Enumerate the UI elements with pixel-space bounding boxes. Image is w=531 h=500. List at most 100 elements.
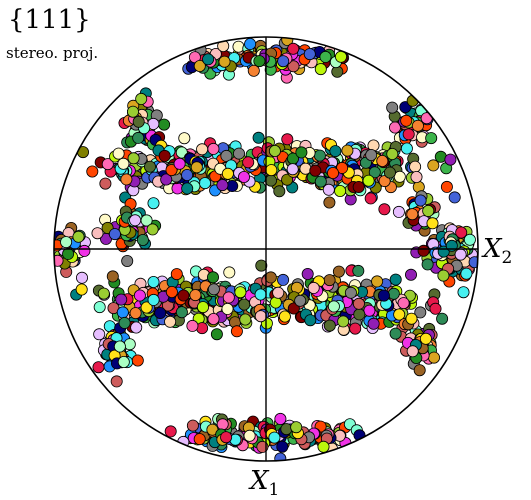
pole-point xyxy=(314,63,327,76)
pole-point xyxy=(133,289,146,302)
pole-point xyxy=(75,283,88,296)
pole-point xyxy=(273,185,286,198)
pole-point xyxy=(97,287,110,300)
pole-point xyxy=(362,174,375,187)
pole-point xyxy=(196,143,209,156)
pole-point xyxy=(368,166,381,179)
pole-point xyxy=(436,312,449,325)
pole-point xyxy=(367,317,380,330)
pole-point xyxy=(295,146,308,159)
pole-point xyxy=(106,270,119,283)
pole-point xyxy=(414,306,427,319)
pole-point xyxy=(115,293,128,306)
pole-point xyxy=(121,254,134,267)
pole-point xyxy=(216,179,229,192)
pole-point xyxy=(140,301,153,314)
pole-point xyxy=(309,164,322,177)
pole-point xyxy=(378,203,391,216)
pole-point xyxy=(287,42,300,55)
pole-point xyxy=(437,269,450,282)
pole-point xyxy=(202,53,215,66)
pole-point xyxy=(222,291,235,304)
pole-point xyxy=(186,419,199,432)
pole-point xyxy=(193,433,206,446)
pole-point xyxy=(427,351,440,364)
pole-point xyxy=(383,166,396,179)
pole-point xyxy=(281,133,294,146)
pole-point xyxy=(237,170,250,183)
pole-point xyxy=(264,174,277,187)
pole-point xyxy=(287,302,300,315)
axis-label-x1-subscript: 1 xyxy=(269,480,280,500)
pole-point xyxy=(239,313,252,326)
pole-point xyxy=(326,166,339,179)
pole-point xyxy=(393,308,406,321)
pole-point xyxy=(165,164,178,177)
pole-point xyxy=(143,160,156,173)
pole-point xyxy=(323,274,336,287)
pole-point xyxy=(268,431,281,444)
pole-point xyxy=(221,167,234,180)
pole-point xyxy=(160,173,173,186)
pole-point xyxy=(117,157,130,170)
pole-point xyxy=(352,180,365,193)
pole-point xyxy=(386,101,399,114)
pole-point xyxy=(92,361,105,374)
pole-point xyxy=(91,227,104,240)
pole-point xyxy=(170,268,183,281)
pole-point xyxy=(448,191,461,204)
pole-point xyxy=(364,192,377,205)
pole-point xyxy=(127,105,140,118)
pole-point xyxy=(129,307,142,320)
pole-point xyxy=(352,264,365,277)
pole-point xyxy=(389,327,402,340)
pole-point xyxy=(206,271,219,284)
pole-point xyxy=(329,145,342,158)
pole-point xyxy=(232,147,245,160)
pole-point xyxy=(378,175,391,188)
pole-point xyxy=(147,293,160,306)
chart-subtitle: stereo. proj. xyxy=(6,44,98,62)
pole-points xyxy=(54,37,478,461)
axis-label-x1: X1 xyxy=(248,466,279,500)
pole-point xyxy=(254,288,267,301)
pole-point xyxy=(175,146,188,159)
pole-point xyxy=(221,302,234,315)
pole-point xyxy=(314,175,327,188)
pole-point xyxy=(402,128,415,141)
pole-point xyxy=(277,55,290,68)
pole-point xyxy=(181,182,194,195)
pole-point xyxy=(117,355,130,368)
pole-point xyxy=(207,283,220,296)
pole-point xyxy=(207,312,220,325)
pole-point xyxy=(410,170,423,183)
pole-point xyxy=(256,440,269,453)
pole-point xyxy=(136,233,149,246)
pole-point xyxy=(413,364,426,377)
pole-point xyxy=(164,425,177,438)
pole-point xyxy=(99,177,112,190)
pole-point xyxy=(265,164,278,177)
pole-point xyxy=(457,286,470,299)
pole-point xyxy=(118,316,131,329)
pole-point xyxy=(341,144,354,157)
pole-point xyxy=(327,300,340,313)
pole-point xyxy=(190,161,203,174)
pole-point xyxy=(186,319,199,332)
pole-point xyxy=(234,286,247,299)
pole-point xyxy=(244,38,257,51)
pole-point xyxy=(278,310,291,323)
pole-point xyxy=(247,64,260,77)
pole-point xyxy=(181,168,194,181)
pole-point xyxy=(287,60,300,73)
pole-point xyxy=(363,304,376,317)
pole-point xyxy=(123,338,136,351)
pole-point xyxy=(400,142,413,155)
pole-point xyxy=(62,247,75,260)
pole-point xyxy=(112,147,125,160)
pole-point xyxy=(299,162,312,175)
pole-point xyxy=(164,315,177,328)
pole-point xyxy=(322,183,335,196)
pole-point xyxy=(460,267,473,280)
